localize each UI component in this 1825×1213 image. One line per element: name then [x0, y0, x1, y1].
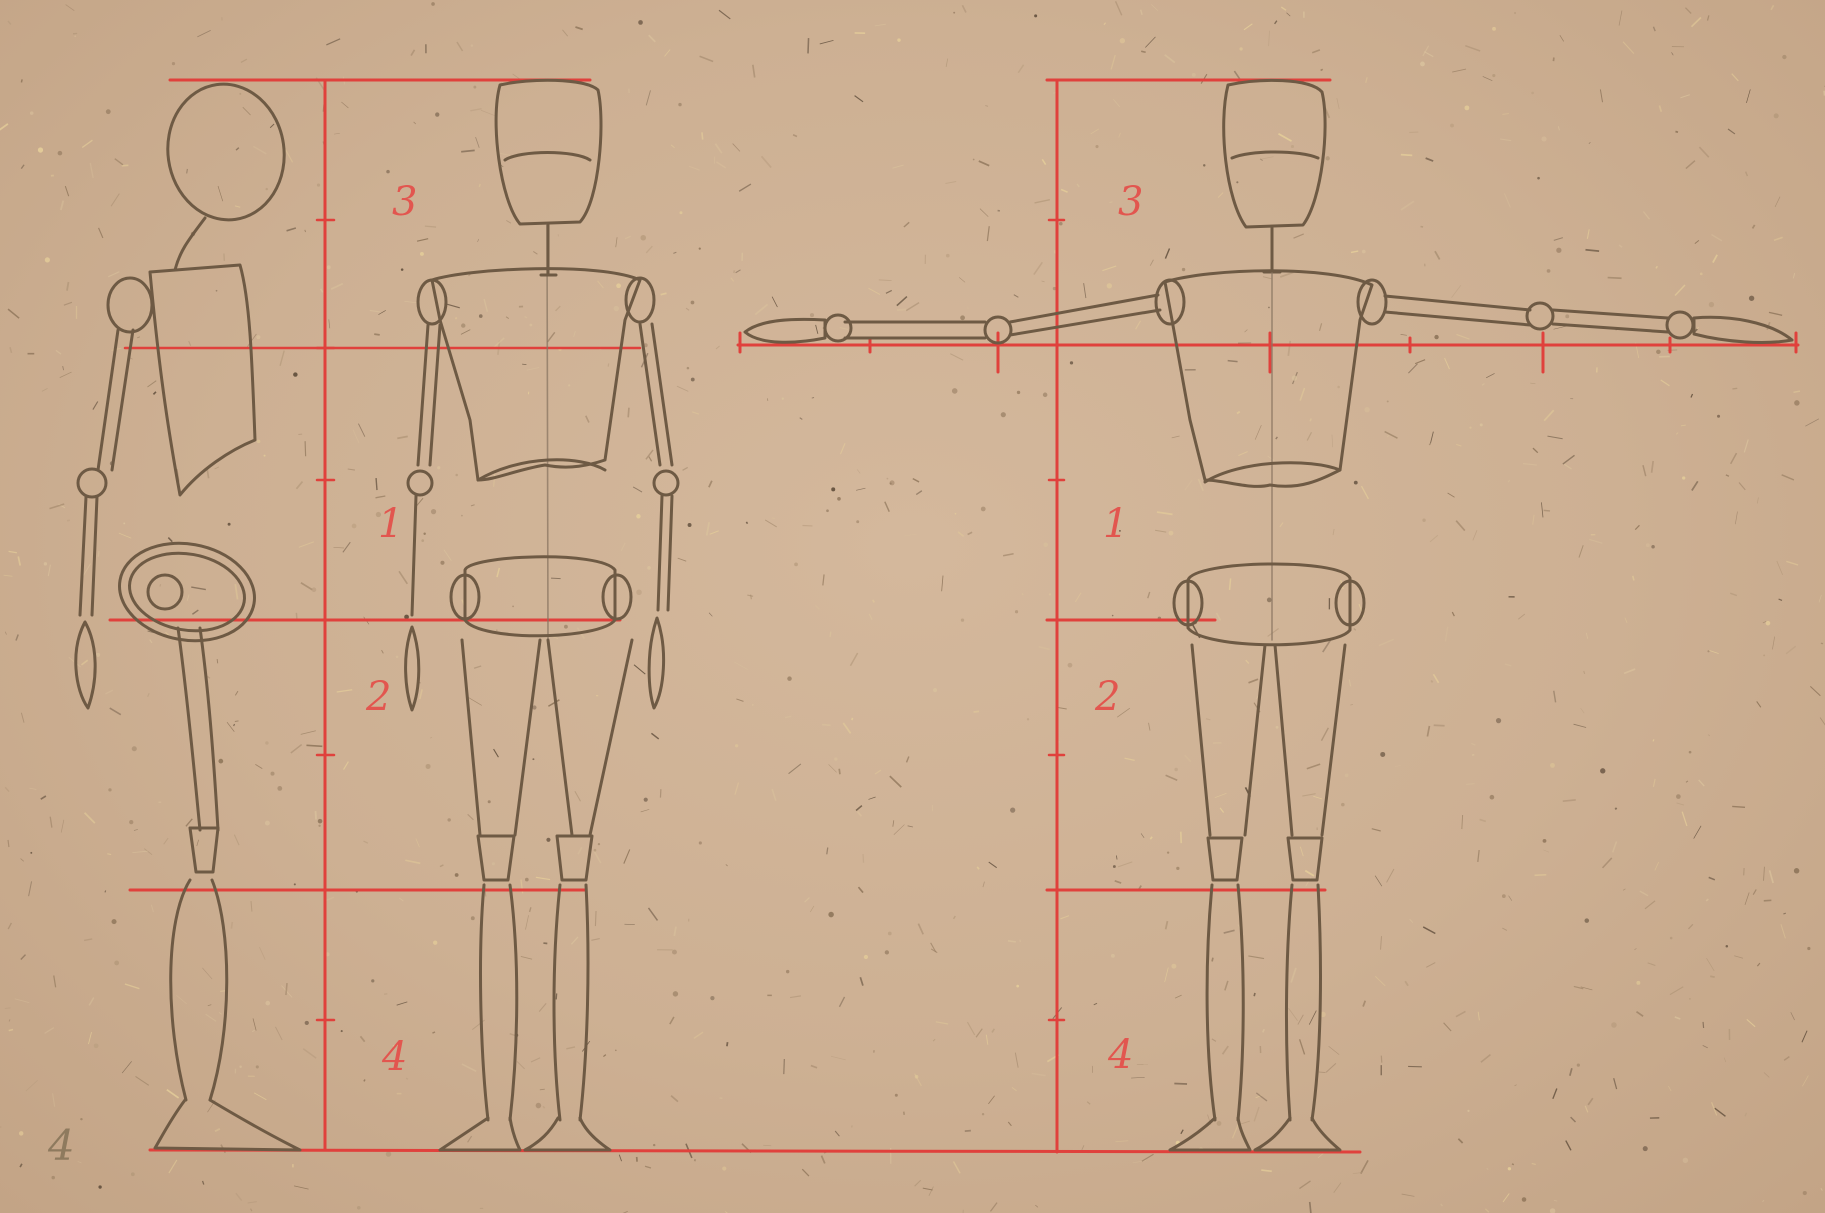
proportion-guides — [110, 80, 1798, 1152]
t-right-wrist — [1667, 312, 1693, 338]
t-right-hand — [1694, 317, 1792, 342]
side-knee — [190, 828, 218, 872]
front-left-hand — [406, 627, 419, 710]
front-left-knee — [478, 836, 514, 880]
side-torso — [150, 265, 255, 495]
t-pelvis — [1188, 564, 1350, 645]
front-view-figure — [406, 80, 678, 1150]
front-right-knee — [557, 836, 592, 880]
front-left-forearm — [412, 496, 416, 615]
right-label-thigh: 2 — [1094, 674, 1120, 720]
side-hip-joint — [148, 575, 182, 609]
right-label-head: 3 — [1118, 179, 1143, 225]
t-face-line — [1232, 152, 1318, 158]
side-pelvis — [112, 533, 263, 651]
t-left-upper-arm — [1010, 295, 1160, 335]
front-right-hip — [603, 575, 631, 619]
front-thighs — [462, 640, 632, 835]
front-face-line — [505, 153, 590, 161]
side-shoulder-joint — [108, 278, 152, 332]
t-right-knee — [1288, 838, 1322, 880]
t-left-forearm — [845, 322, 985, 338]
front-centerline — [547, 224, 548, 640]
t-right-upper-arm — [1385, 296, 1530, 325]
t-left-wrist — [825, 315, 851, 341]
arm-extended-figure — [745, 80, 1792, 1150]
front-right-forearm — [658, 496, 672, 610]
corner-mark: 4 — [47, 1121, 75, 1170]
side-forearm — [80, 497, 97, 615]
side-head — [159, 77, 293, 228]
t-right-shin — [1286, 885, 1320, 1120]
side-elbow-joint — [78, 469, 106, 497]
front-right-foot — [525, 1118, 610, 1150]
t-neck — [1264, 228, 1280, 272]
front-right-shin — [554, 885, 588, 1120]
right-label-torso: 1 — [1103, 501, 1128, 547]
t-right-elbow — [1527, 303, 1553, 329]
front-right-hand — [649, 618, 663, 708]
front-pelvis — [465, 557, 615, 636]
t-left-shin — [1207, 885, 1243, 1120]
side-thigh — [178, 628, 218, 830]
left-label-torso: 1 — [378, 501, 403, 547]
side-view-figure — [76, 77, 300, 1150]
left-label-thigh: 2 — [365, 674, 391, 720]
front-left-elbow — [408, 471, 432, 495]
side-shin — [171, 880, 227, 1100]
t-left-knee — [1208, 838, 1242, 880]
left-label-head: 3 — [392, 179, 417, 225]
right-label-shin: 4 — [1107, 1032, 1133, 1078]
t-left-hand — [745, 319, 825, 342]
front-left-foot — [440, 1118, 520, 1150]
side-neck — [175, 218, 205, 270]
front-right-shoulder — [626, 278, 654, 322]
t-right-foot — [1255, 1118, 1340, 1150]
t-left-foot — [1170, 1118, 1250, 1150]
side-foot — [155, 1100, 300, 1150]
front-left-upper-arm — [418, 325, 440, 465]
left-label-shin: 4 — [381, 1034, 407, 1080]
front-torso — [432, 269, 640, 480]
t-right-forearm — [1553, 310, 1668, 332]
t-torso — [1165, 271, 1372, 487]
t-head — [1224, 80, 1325, 227]
front-right-elbow — [654, 471, 678, 495]
proportion-labels: 3 1 2 4 3 1 2 4 4 — [47, 179, 1143, 1170]
front-left-shin — [481, 885, 517, 1120]
